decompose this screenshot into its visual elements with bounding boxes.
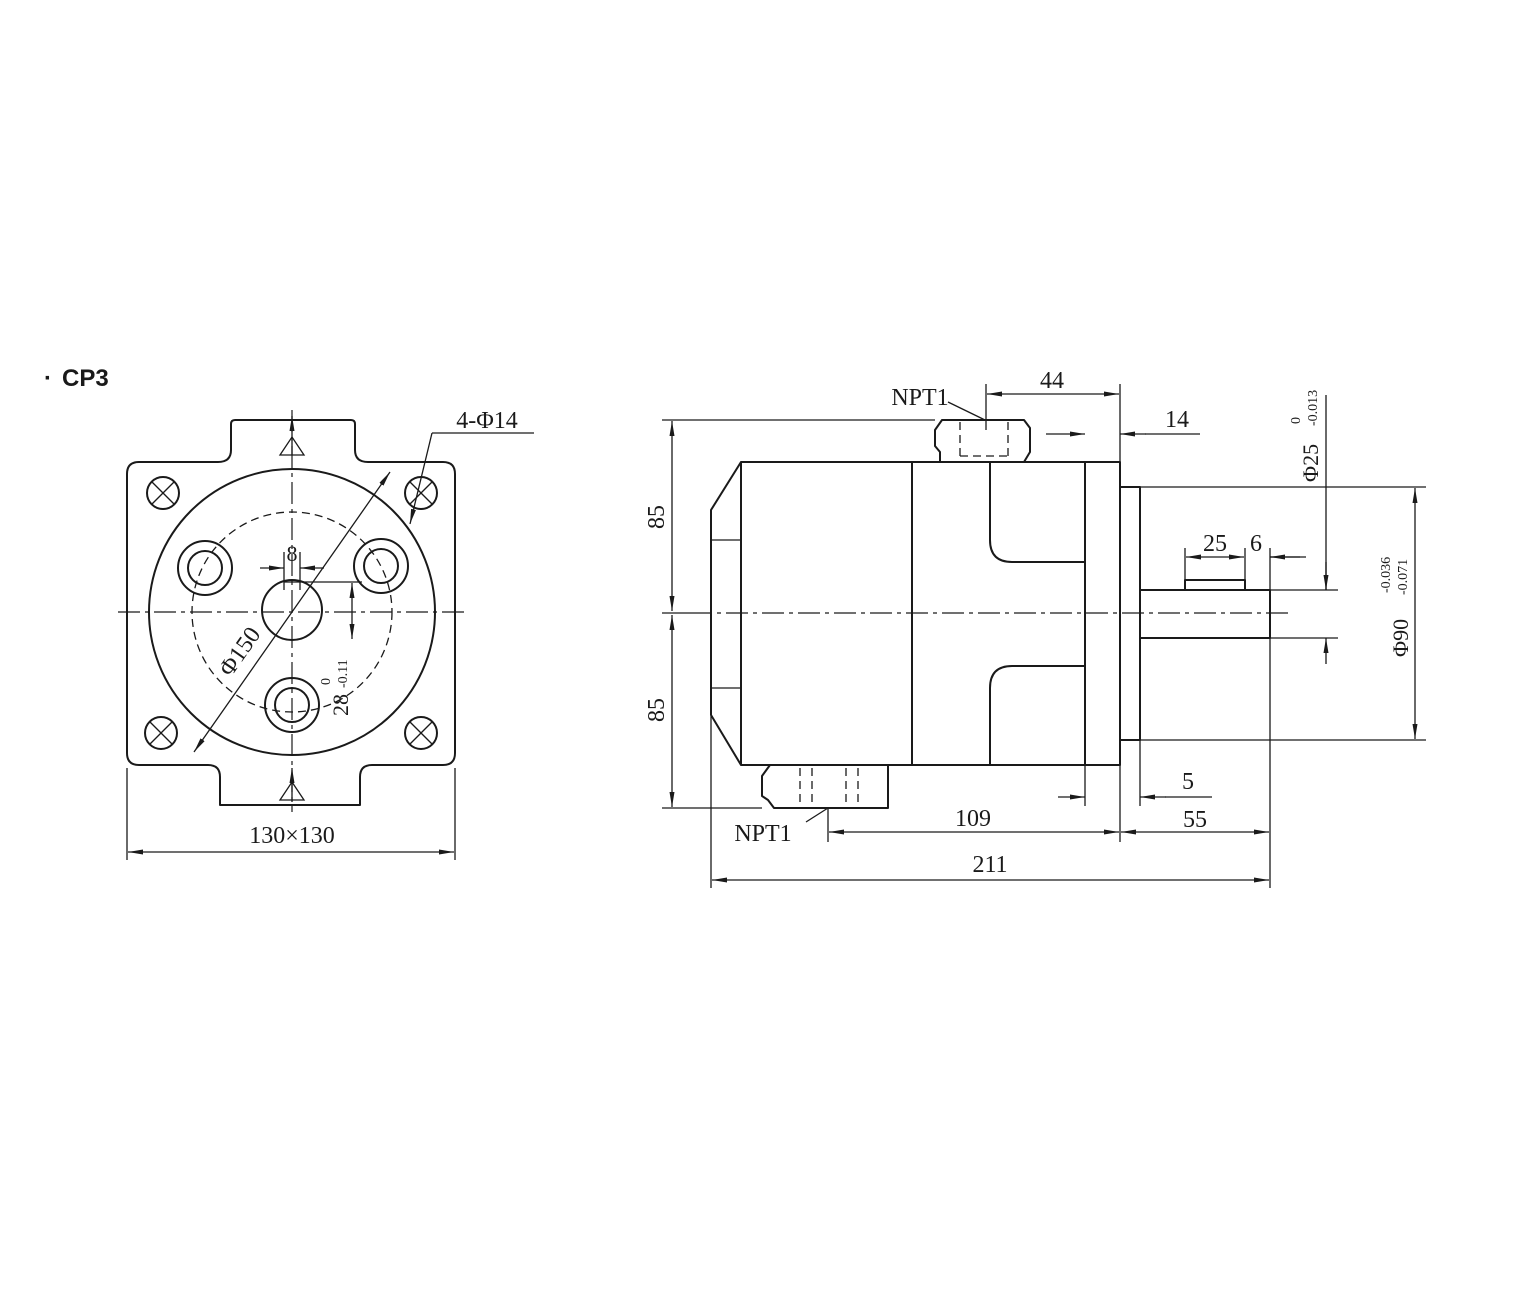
port-top-callout: NPT1: [891, 385, 986, 421]
plate-size-dimension: 130×130: [126, 768, 456, 860]
corner-hole-icon: [146, 476, 180, 510]
key-height-nominal: 28: [328, 694, 353, 716]
key-height-upper: 0: [319, 678, 334, 685]
flange-thickness-text: 14: [1165, 407, 1189, 433]
height-top-text: 85: [644, 505, 670, 529]
body-length-text: 109: [955, 806, 991, 832]
key-length-text: 25: [1203, 531, 1227, 557]
pilot-diameter-upper: -0.036: [1379, 557, 1394, 593]
shaft-key: [1184, 579, 1246, 591]
bolt-holes: [177, 538, 409, 733]
port-bottom-callout: NPT1: [734, 807, 829, 847]
front-view: 4-Φ14 Φ150 8 28 0 -0.11: [118, 408, 534, 860]
key-height-lower: -0.11: [336, 659, 351, 688]
shaft-diameter-lower: -0.013: [1306, 390, 1321, 426]
output-shaft: [1139, 589, 1271, 639]
corner-hole-icon: [404, 716, 438, 750]
drawing-title: · CP3: [44, 365, 109, 392]
shaft-diameter-nominal: Φ25: [1298, 444, 1323, 482]
overall-length-dimension: 211: [710, 716, 1269, 888]
housing-upper-contour: [989, 462, 1085, 563]
holes-callout-text: 4-Φ14: [456, 408, 518, 434]
length-dimensions: 109 55: [827, 638, 1271, 888]
title-label: CP3: [62, 365, 109, 392]
corner-hole-icon: [404, 476, 438, 510]
key-end-text: 6: [1250, 531, 1262, 557]
pilot-length-text: 5: [1182, 769, 1194, 795]
housing-lower-contour: [989, 665, 1085, 765]
title-bullet: ·: [44, 365, 52, 392]
flange-thickness-dimension: 14: [1046, 407, 1200, 437]
height-bottom-text: 85: [644, 698, 670, 722]
bottom-port: [761, 764, 889, 809]
shaft-diameter-upper: 0: [1289, 417, 1304, 424]
chamfer-steps: [711, 539, 741, 689]
pilot-diameter-nominal: Φ90: [1388, 619, 1413, 657]
overall-length-text: 211: [972, 852, 1007, 878]
side-view: 85 85 NPT1 44 14: [644, 368, 1426, 888]
pilot-diameter-lower: -0.071: [1396, 559, 1411, 595]
pitch-diameter-text: Φ150: [214, 623, 266, 682]
plate-size-text: 130×130: [249, 823, 335, 849]
holes-callout: 4-Φ14: [409, 408, 534, 525]
shaft-length-text: 55: [1183, 807, 1207, 833]
shaft-diameter-dimension: Φ25 0 -0.013: [1270, 390, 1338, 664]
top-port: [934, 419, 1031, 463]
pilot-diameter-dimension: Φ90 -0.036 -0.071: [1140, 486, 1426, 741]
key-width-text: 8: [287, 541, 298, 566]
port-offset-text: 44: [1040, 368, 1064, 394]
port-offset-dimension: 44: [985, 368, 1121, 462]
port-top-text: NPT1: [891, 385, 948, 411]
key-width-dimension: 8: [260, 541, 324, 582]
mounting-plate-outline: [126, 419, 456, 806]
pilot-length-dimension: 5: [1058, 740, 1212, 806]
height-dimensions: 85 85: [644, 419, 935, 809]
key-dimensions: 25 6: [1184, 531, 1306, 590]
bolt-hole-icon: [177, 540, 233, 596]
port-bottom-text: NPT1: [734, 821, 791, 847]
corner-hole-icon: [144, 716, 178, 750]
key-height-dimension: 28 0 -0.11: [300, 581, 362, 716]
